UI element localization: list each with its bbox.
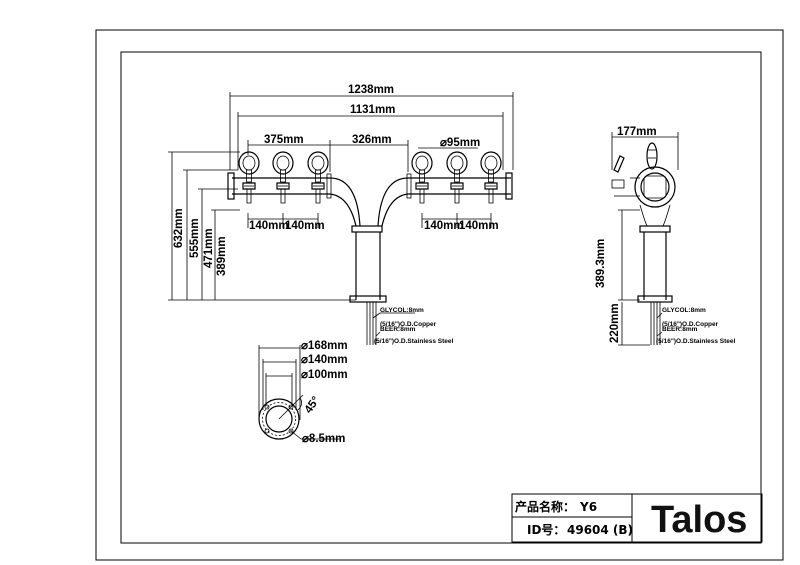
dim-angle: 45° <box>303 394 323 415</box>
tap-handle-side <box>646 142 658 170</box>
product-name-label: 产品名称： <box>515 499 575 514</box>
tap-group <box>238 151 502 204</box>
base-flange <box>349 295 387 303</box>
dim-d168: ⌀168mm <box>301 340 348 352</box>
base-plate-view: ⌀168mm ⌀140mm ⌀100mm 45° ⌀8.5mm <box>258 340 348 445</box>
inner-border <box>120 51 762 544</box>
dim-tap-pitch-right-a: 140mm <box>424 220 464 232</box>
dim-hole: ⌀8.5mm <box>302 433 345 445</box>
product-name-value: Y6 <box>579 500 597 514</box>
base-flange-side <box>637 295 673 303</box>
tap-assembly <box>480 151 502 204</box>
dim-tap-pitch-right-b: 140mm <box>459 220 499 232</box>
dim-shank-220: 220mm <box>609 303 621 343</box>
side-note-4: (5/16")O.D.Stainless Steel <box>656 338 736 345</box>
dim-tap-pitch-left-b: 140mm <box>285 220 325 232</box>
dim-height-632: 632mm <box>173 208 185 248</box>
left-end-cap <box>227 172 235 200</box>
tap-assembly <box>411 151 433 204</box>
front-note-3: BEER:8mm <box>380 326 416 333</box>
tap-assembly <box>446 151 468 204</box>
talos-logo: Talos <box>651 499 747 541</box>
side-note-3: BEER:8mm <box>662 326 698 333</box>
front-note-1: GLYCOL:8mm <box>380 307 424 314</box>
column-collar-side <box>639 225 671 233</box>
title-block: 产品名称： Y6 ID号： 49604 (B) Talos <box>511 493 763 543</box>
dim-height-389: 389mm <box>216 236 228 276</box>
dim-group-span: 375mm <box>264 134 304 146</box>
dim-center-gap: 326mm <box>352 134 392 146</box>
outer-border <box>95 29 784 561</box>
tap-assembly <box>307 151 329 204</box>
dim-overall-width: 1238mm <box>348 84 394 96</box>
dim-tower-diameter: ⌀95mm <box>440 137 480 149</box>
product-id-value: 49604 (B) <box>567 523 633 537</box>
dim-height-389-3: 389.3mm <box>595 239 607 288</box>
manifold-flange-side <box>634 166 676 208</box>
tap-assembly <box>272 151 294 204</box>
right-end-cap <box>505 172 513 200</box>
front-view: 1238mm 1131mm 375mm 326mm ⌀95mm 632mm 55… <box>168 84 514 345</box>
tap-assembly <box>238 151 260 204</box>
product-id-label: ID号： <box>527 522 565 537</box>
dim-depth: 177mm <box>617 126 657 138</box>
column-collar <box>351 225 383 233</box>
front-note-4: (5/16")O.D.Stainless Steel <box>374 338 454 345</box>
dim-height-555: 555mm <box>189 218 201 258</box>
dim-d100: ⌀100mm <box>301 369 348 381</box>
dim-d140: ⌀140mm <box>301 354 348 366</box>
dim-flange-width: 1131mm <box>350 104 395 116</box>
plate-inner-circle <box>265 405 293 433</box>
front-note-2: (5/16")O.D.Copper <box>380 321 437 328</box>
faucet-lever-side <box>613 155 625 173</box>
dim-tap-pitch-left-a: 140mm <box>249 220 289 232</box>
dim-height-471: 471mm <box>203 228 215 268</box>
side-note-2: (5/16")O.D.Copper <box>662 321 719 328</box>
side-view: 177mm 389.3mm 220mm GL <box>595 126 736 346</box>
side-note-1: GLYCOL:8mm <box>662 307 706 314</box>
